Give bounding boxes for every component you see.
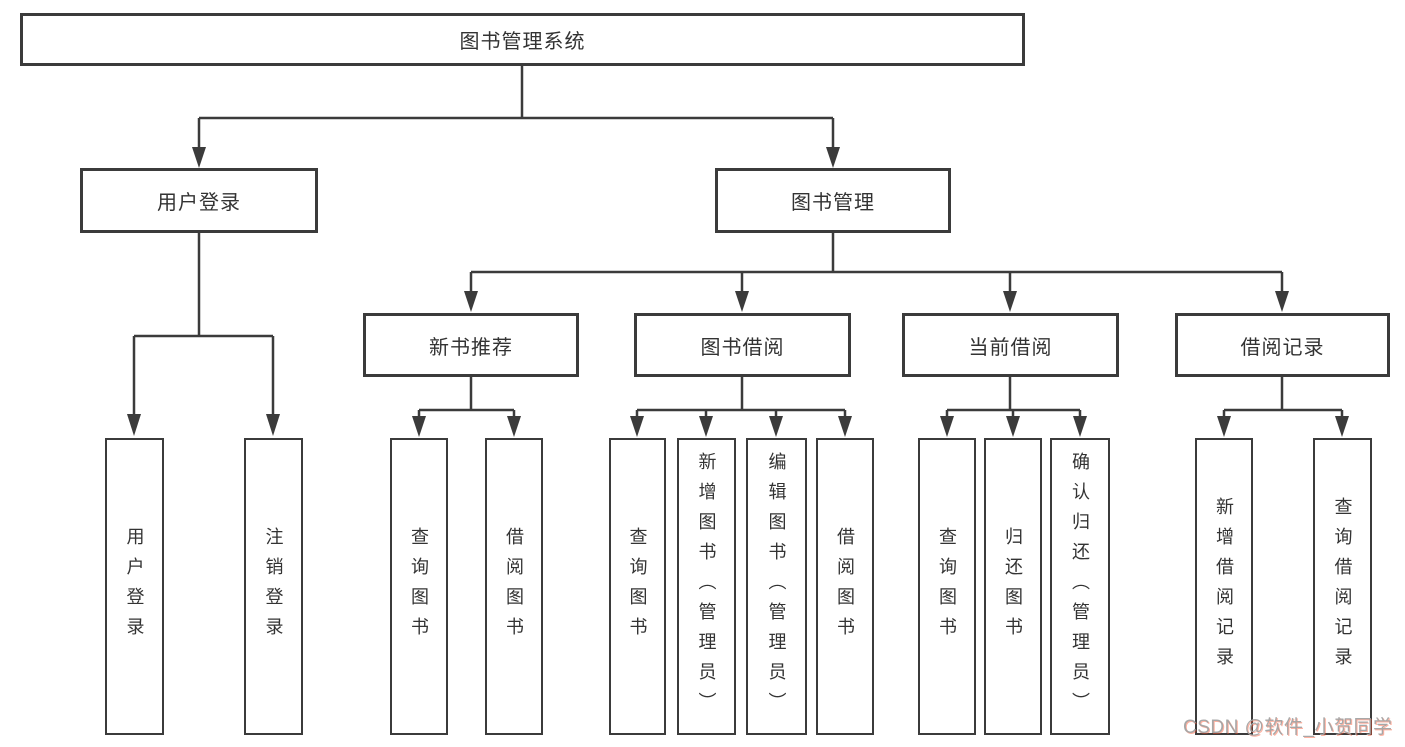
- connector-book-mgmt-children: [469, 233, 1284, 293]
- arrow-icon: [826, 147, 840, 168]
- leaf-label: 新增借阅记录: [1214, 496, 1234, 677]
- arrow-icon: [1275, 291, 1289, 312]
- connector-current-borrow-children: [945, 377, 1082, 418]
- node-new-book-rec: 新书推荐: [363, 313, 579, 377]
- connector-root-to-level2: [197, 66, 835, 149]
- node-user-login: 用户登录: [80, 168, 318, 233]
- node-bb-edit-book: 编辑图书（管理员）: [746, 438, 807, 735]
- node-br-query-record: 查询借阅记录: [1313, 438, 1372, 735]
- node-cb-query-book: 查询图书: [918, 438, 976, 735]
- connector-new-book-rec-children: [417, 377, 516, 418]
- node-root: 图书管理系统: [20, 13, 1025, 66]
- node-rec-borrow-book: 借阅图书: [485, 438, 543, 735]
- arrow-icon: [940, 416, 954, 437]
- arrow-icon: [1335, 416, 1349, 437]
- arrow-icon: [769, 416, 783, 437]
- arrow-icon: [507, 416, 521, 437]
- leaf-label: 编辑图书（管理员）: [766, 451, 787, 722]
- arrowheads: [127, 147, 1349, 437]
- arrow-icon: [699, 416, 713, 437]
- node-br-add-record: 新增借阅记录: [1195, 438, 1253, 735]
- node-rec-query-book: 查询图书: [390, 438, 448, 735]
- node-bb-add-book: 新增图书（管理员）: [677, 438, 736, 735]
- arrow-icon: [1217, 416, 1231, 437]
- node-leaf-user-login: 用户登录: [105, 438, 164, 735]
- arrow-icon: [1073, 416, 1087, 437]
- node-cb-confirm-return: 确认归还（管理员）: [1050, 438, 1110, 735]
- node-bb-borrow-book: 借阅图书: [816, 438, 874, 735]
- connector-user-login-children: [132, 233, 275, 416]
- arrow-icon: [127, 414, 141, 436]
- leaf-label: 借阅图书: [835, 526, 855, 647]
- connector-borrow-record-children: [1222, 377, 1344, 418]
- leaf-label: 新增图书（管理员）: [696, 451, 717, 722]
- arrow-icon: [1006, 416, 1020, 437]
- arrow-icon: [630, 416, 644, 437]
- node-book-mgmt: 图书管理: [715, 168, 951, 233]
- leaf-label: 注销登录: [263, 526, 284, 647]
- arrow-icon: [192, 147, 206, 168]
- leaf-label: 归还图书: [1003, 526, 1023, 647]
- arrow-icon: [266, 414, 280, 436]
- node-borrow-record: 借阅记录: [1175, 313, 1390, 377]
- node-leaf-logout: 注销登录: [244, 438, 303, 735]
- leaf-label: 查询图书: [627, 526, 648, 647]
- arrow-icon: [735, 291, 749, 312]
- arrow-icon: [464, 291, 478, 312]
- node-bb-query-book: 查询图书: [609, 438, 666, 735]
- leaf-label: 确认归还（管理员）: [1070, 451, 1090, 722]
- leaf-label: 借阅图书: [504, 526, 524, 647]
- leaf-label: 查询图书: [409, 526, 429, 647]
- leaf-label: 查询借阅记录: [1332, 496, 1353, 677]
- node-current-borrow: 当前借阅: [902, 313, 1119, 377]
- leaf-label: 查询图书: [937, 526, 957, 647]
- arrow-icon: [838, 416, 852, 437]
- connector-book-borrow-children: [635, 377, 847, 418]
- node-cb-return-book: 归还图书: [984, 438, 1042, 735]
- node-book-borrow: 图书借阅: [634, 313, 851, 377]
- leaf-label: 用户登录: [124, 526, 145, 647]
- arrow-icon: [412, 416, 426, 437]
- arrow-icon: [1003, 291, 1017, 312]
